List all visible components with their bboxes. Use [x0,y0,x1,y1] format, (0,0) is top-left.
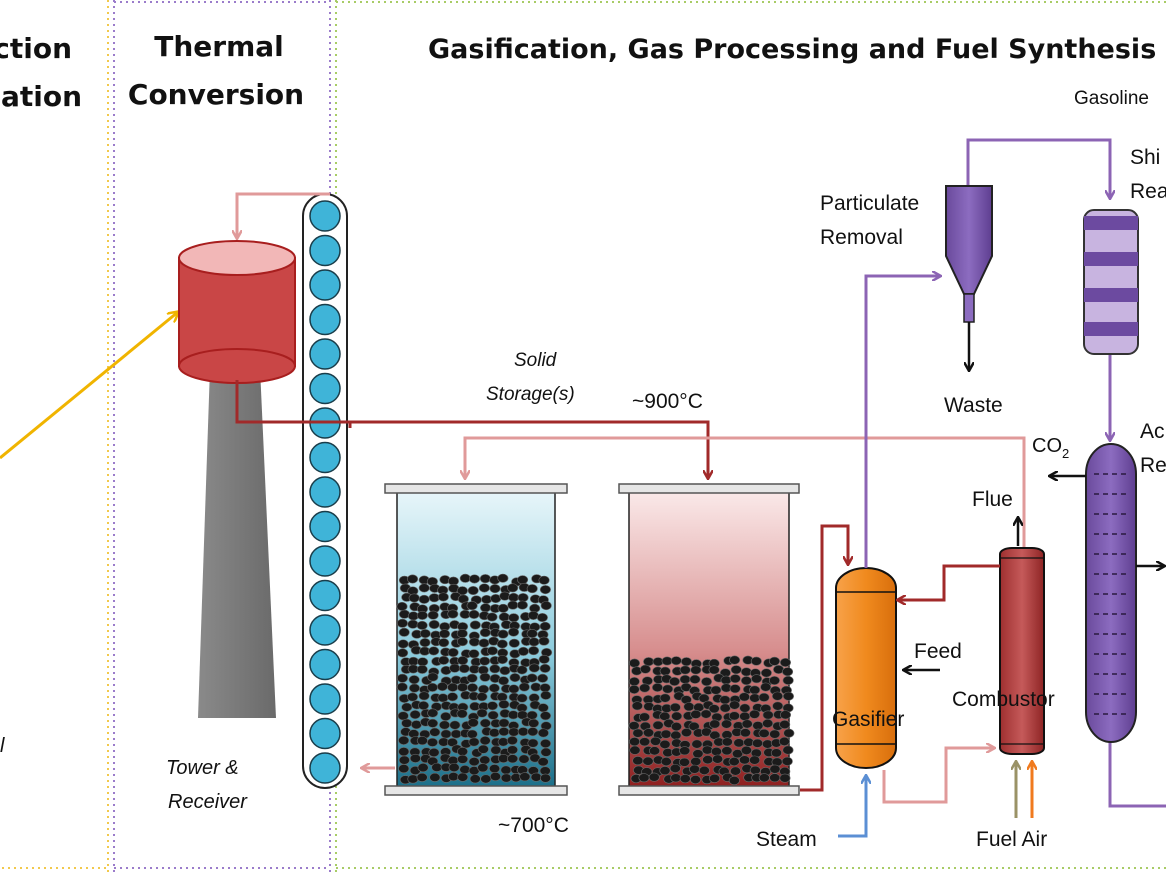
particle-bead [309,338,341,370]
particle-bead [309,614,341,646]
lift-to-receiver-arrow [237,192,330,238]
hot-temperature-label: ~900°C [632,390,703,413]
hot-storage-particles [628,655,795,786]
particulate-label-line1: Particulate [820,192,919,215]
left-fragment-label: l [0,735,5,757]
left-section-title-line1: ction [0,32,72,65]
particle-bead [309,200,341,232]
particulate-label-line2: Removal [820,226,903,249]
particle-bead [309,717,341,750]
particulate-to-shift-line [966,138,1110,198]
particle-beads [309,200,341,784]
gasifier-label: Gasifier [832,708,904,731]
acid-bottom-line [1108,742,1166,808]
combustor-label: Combustor [952,688,1055,711]
particle-bead [309,269,341,301]
gasification-section-title: Gasification, Gas Processing and Fuel Sy… [428,34,1156,65]
shift-reactor-label-line1: Shi [1130,146,1160,169]
particle-bead [309,476,341,508]
particle-bead [309,234,341,267]
particle-bead [309,372,341,405]
solid-storage-label-line2: Storage(s) [486,384,575,405]
shift-reactor-label-line2: Rea [1130,180,1166,203]
cold-temperature-label: ~700°C [498,814,569,837]
particle-bead [309,303,341,336]
feed-label: Feed [914,640,962,663]
acid-reactor-label-line1: Ac [1140,420,1165,443]
particle-bead [309,441,341,474]
flue-label: Flue [972,488,1013,511]
receiver [178,240,296,384]
co2-label: CO2 [1032,435,1069,461]
hot-storage-to-gasifier-line [800,524,848,792]
combustor-to-gasifier-arrow [898,564,1000,600]
particulate-removal-unit [945,185,993,323]
thermal-section-title-line2: Conversion [128,78,304,111]
steam-label: Steam [756,828,817,851]
tower-receiver-label-line2: Receiver [168,791,248,813]
steam-arrow [838,776,866,838]
tower [198,368,276,718]
particle-bead [309,752,341,784]
cold-storage-tank [384,483,568,796]
solid-storage-label-line1: Solid [514,350,558,371]
particle-bead [309,579,341,612]
particle-bead [309,648,341,681]
acid-gas-reactor [1085,443,1137,743]
fuel-air-label: Fuel Air [976,828,1047,851]
waste-label: Waste [944,394,1003,417]
thermal-section-title-line1: Thermal [154,30,284,63]
particle-bead [309,510,341,543]
left-section-title-line2: ation [1,80,82,113]
sun-ray-arrow [0,312,178,460]
gasifier [835,567,897,769]
acid-reactor-label-line2: Re [1140,454,1166,477]
shift-reactor [1083,209,1139,355]
tower-receiver-label-line1: Tower & [166,757,239,779]
gasoline-label: Gasoline [1074,88,1149,109]
combustor-to-cold-storage-line [465,436,1026,552]
receiver-to-hot-storage-line [235,380,708,478]
gasifier-to-combustor-arrow [882,748,994,804]
combustor [999,547,1045,755]
hot-storage-tank [618,483,800,796]
gasifier-to-particulate-line [864,276,940,568]
particle-bead [309,545,341,577]
cold-storage-particles [396,573,553,785]
particle-bead [309,683,341,715]
